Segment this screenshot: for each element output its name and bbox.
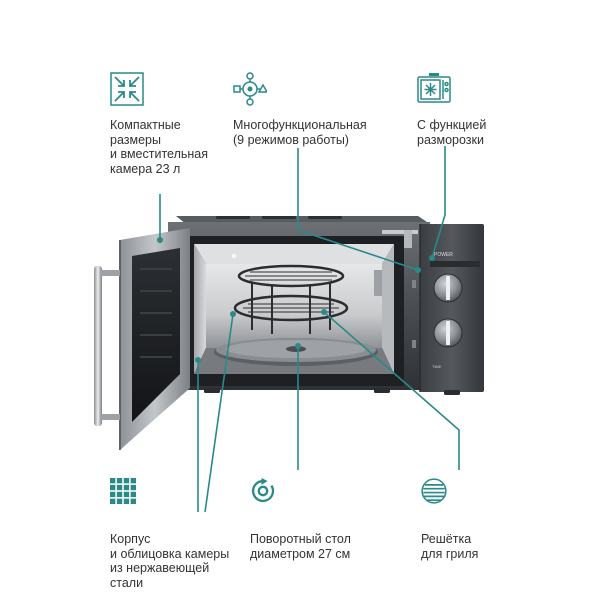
feature-defrost: С функцией разморозки	[417, 72, 527, 147]
turntable	[214, 338, 378, 366]
feature-multifunction-line1: Многофункциональная	[233, 118, 367, 132]
leader-grill	[323, 311, 460, 470]
feature-turntable-line1: Поворотный стол	[250, 532, 351, 546]
feature-defrost-line1: С функцией	[417, 118, 487, 132]
feature-steel-text: Корпус и облицовка камеры из нержавеющей…	[110, 532, 240, 590]
feature-compact-line1: Компактные	[110, 118, 181, 132]
grill-rack	[233, 264, 349, 334]
feature-steel-line1: Корпус	[110, 532, 151, 546]
feature-grill-line1: Решётка	[421, 532, 472, 546]
leader-lines	[159, 146, 460, 513]
multifunction-icon	[233, 72, 267, 106]
feature-multifunction-text: Многофункциональная (9 режимов работы)	[233, 118, 393, 147]
feature-compact-text: Компактные размеры и вместительная камер…	[110, 118, 230, 176]
leader-defrost	[431, 146, 446, 259]
feature-compact-line3: и вместительная	[110, 147, 209, 161]
feature-steel-line4: стали	[110, 575, 144, 590]
door-handle[interactable]	[94, 266, 102, 426]
steel-grid-icon	[110, 478, 136, 504]
control-panel-details: POWER TIME	[412, 252, 480, 369]
feature-steel-line3: из нержавеющей	[110, 561, 210, 575]
feature-turntable-text: Поворотный стол диаметром 27 см	[250, 532, 390, 561]
feature-turntable-line2: диаметром 27 см	[250, 546, 351, 561]
control-panel	[420, 224, 484, 392]
brand-logo-text: POWER	[434, 252, 453, 258]
turntable-rotate-icon	[251, 478, 275, 503]
time-label: TIME	[432, 364, 442, 369]
feature-grill: Решётка для гриля	[421, 478, 531, 561]
defrost-microwave-icon	[417, 73, 451, 103]
compress-arrows-icon	[110, 72, 144, 106]
leader-multi	[297, 148, 419, 271]
feature-compact-line2: размеры	[110, 132, 161, 147]
feature-defrost-text: С функцией разморозки	[417, 118, 527, 147]
feature-grill-line2: для гриля	[421, 546, 479, 561]
feature-compact-line4: камера 23 л	[110, 161, 181, 176]
feature-turntable: Поворотный стол диаметром 27 см	[250, 478, 390, 561]
feature-steel: Корпус и облицовка камеры из нержавеющей…	[110, 478, 240, 590]
feature-multifunction-line2: (9 режимов работы)	[233, 132, 349, 147]
feature-multifunction: Многофункциональная (9 режимов работы)	[233, 72, 393, 147]
microwave: POWER TIME	[94, 216, 484, 450]
grill-rack-icon	[421, 478, 447, 504]
feature-defrost-line2: разморозки	[417, 132, 484, 147]
feature-steel-line2: и облицовка камеры	[110, 546, 230, 561]
leader-steel-2	[204, 313, 234, 513]
feature-grill-text: Решётка для гриля	[421, 532, 531, 561]
door[interactable]	[94, 228, 190, 450]
feature-compact: Компактные размеры и вместительная камер…	[110, 72, 230, 176]
